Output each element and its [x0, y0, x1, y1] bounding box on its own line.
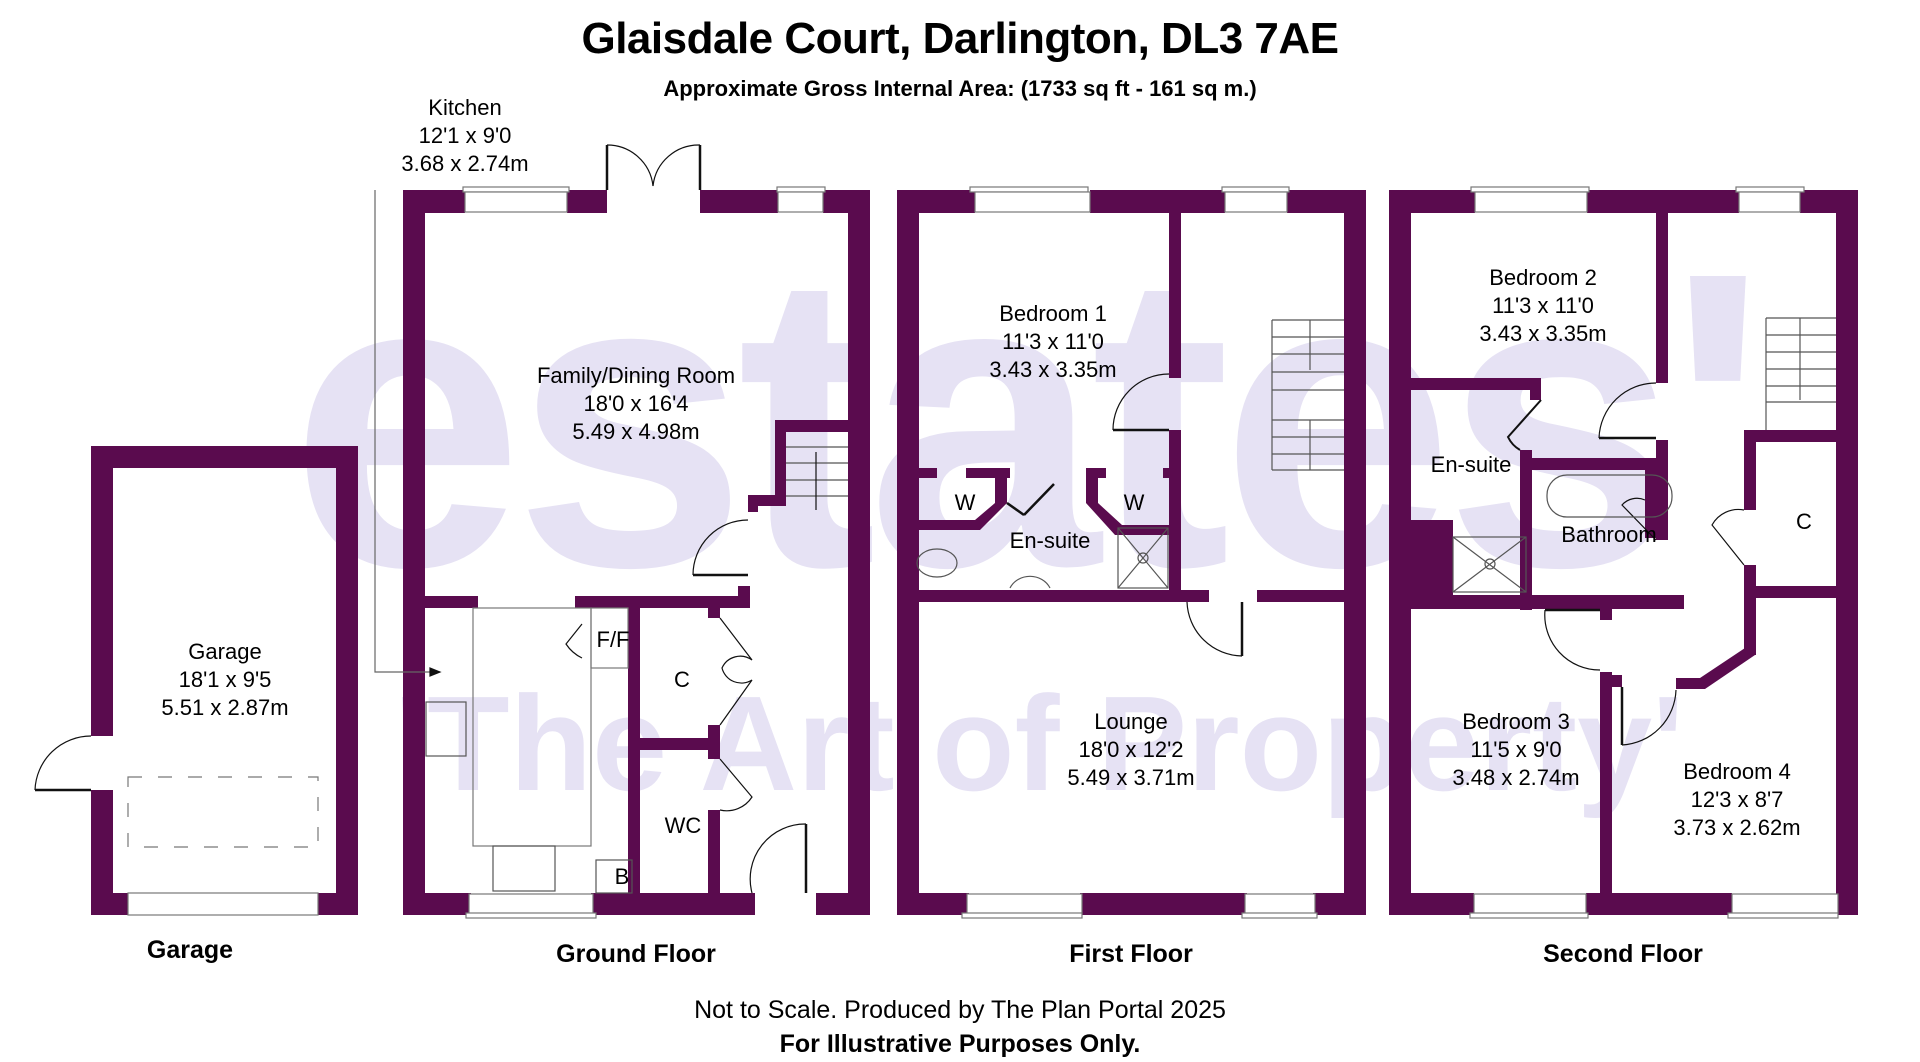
floor-label-ground: Ground Floor — [556, 940, 716, 968]
room-metric: 5.49 x 4.98m — [572, 419, 700, 444]
floor-label-first: First Floor — [1069, 940, 1193, 968]
floor-label-garage: Garage — [146, 936, 234, 964]
tag-cupboard-second: C — [1796, 509, 1812, 534]
footer-illustrative: For Illustrative Purposes Only. — [779, 1030, 1141, 1058]
room-metric: 5.49 x 3.71m — [1067, 765, 1195, 790]
windows — [127, 186, 1839, 919]
tag-wc: WC — [664, 813, 702, 838]
room-name: Bedroom 1 — [999, 301, 1107, 326]
room-imperial: 18'0 x 16'4 — [583, 391, 689, 416]
room-name: Bedroom 2 — [1489, 265, 1597, 290]
room-metric: 3.43 x 3.35m — [989, 357, 1117, 382]
tag-boiler: B — [614, 864, 630, 889]
room-metric: 3.43 x 3.35m — [1479, 321, 1607, 346]
room-label-bedroom-2: Bedroom 2 11'3 x 11'0 3.43 x 3.35m — [1479, 264, 1606, 348]
room-label-garage: Garage 18'1 x 9'5 5.51 x 2.87m — [161, 638, 288, 722]
door-swings — [34, 144, 1836, 894]
tag-cupboard-ground: C — [674, 667, 690, 692]
svg-text:'The Art of Property': 'The Art of Property' — [395, 668, 1684, 819]
floor-label-second: Second Floor — [1543, 940, 1703, 968]
room-label-bedroom-3: Bedroom 3 11'5 x 9'0 3.48 x 2.74m — [1452, 708, 1579, 792]
room-name: Lounge — [1094, 709, 1168, 734]
svg-text:estates': estates' — [290, 186, 1758, 655]
room-label-family-dining: Family/Dining Room 18'0 x 16'4 5.49 x 4.… — [537, 362, 735, 446]
tag-wardrobe-2: W — [1123, 490, 1145, 515]
room-metric: 3.48 x 2.74m — [1452, 765, 1580, 790]
gross-area-subtitle: Approximate Gross Internal Area: (1733 s… — [663, 76, 1257, 101]
room-imperial: 11'3 x 11'0 — [1492, 293, 1594, 318]
room-label-bedroom-4: Bedroom 4 12'3 x 8'7 3.73 x 2.62m — [1673, 758, 1800, 842]
tag-ensuite-second: En-suite — [1430, 452, 1512, 477]
room-metric: 5.51 x 2.87m — [161, 695, 289, 720]
room-name: Garage — [188, 639, 262, 664]
room-name: Bedroom 4 — [1683, 759, 1791, 784]
room-name: Kitchen — [428, 95, 502, 120]
room-imperial: 18'1 x 9'5 — [178, 667, 272, 692]
tag-bathroom: Bathroom — [1561, 522, 1657, 547]
room-imperial: 18'0 x 12'2 — [1078, 737, 1184, 762]
room-metric: 3.68 x 2.74m — [401, 151, 529, 176]
room-imperial: 11'3 x 11'0 — [1002, 329, 1104, 354]
room-label-bedroom-1: Bedroom 1 11'3 x 11'0 3.43 x 3.35m — [989, 300, 1116, 384]
tag-wardrobe-1: W — [954, 490, 976, 515]
room-metric: 3.73 x 2.62m — [1673, 815, 1801, 840]
tag-ensuite-first: En-suite — [1009, 528, 1091, 553]
room-imperial: 12'3 x 8'7 — [1690, 787, 1784, 812]
room-imperial: 12'1 x 9'0 — [418, 123, 512, 148]
room-name: Bedroom 3 — [1462, 709, 1570, 734]
tag-fridge-freezer: F/F — [596, 627, 630, 652]
room-name: Family/Dining Room — [536, 363, 736, 388]
footer-disclaimer: Not to Scale. Produced by The Plan Porta… — [694, 996, 1226, 1024]
room-imperial: 11'5 x 9'0 — [1470, 737, 1562, 762]
room-label-kitchen: Kitchen 12'1 x 9'0 3.68 x 2.74m — [401, 94, 528, 178]
page-title: Glaisdale Court, Darlington, DL3 7AE — [581, 14, 1339, 63]
room-label-lounge: Lounge 18'0 x 12'2 5.49 x 3.71m — [1067, 708, 1194, 792]
walls — [91, 190, 1858, 915]
